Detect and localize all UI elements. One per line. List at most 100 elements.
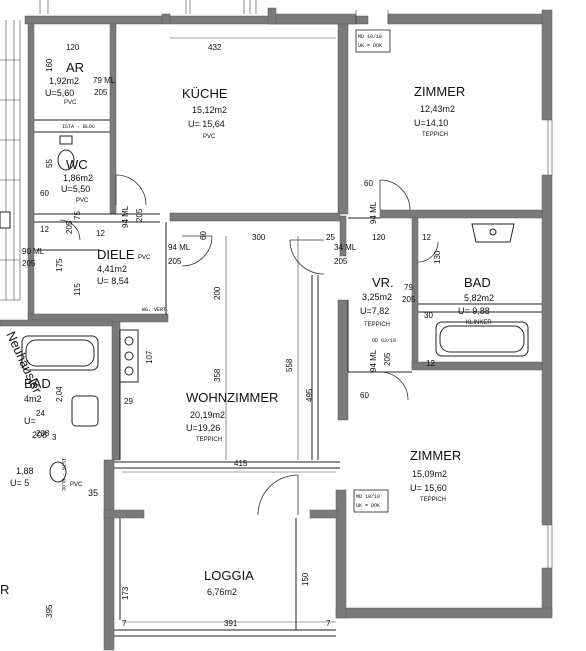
- dim: 300: [252, 233, 266, 242]
- dim: 7: [122, 619, 127, 628]
- od-label: OD 63/18: [372, 338, 396, 344]
- dim: 495: [305, 388, 314, 402]
- dim: 12: [422, 233, 431, 242]
- dim: 7: [326, 619, 331, 628]
- room-floor-diele: PVC: [138, 255, 151, 261]
- dim: 94 ML: [121, 205, 130, 228]
- dim: 29: [124, 397, 133, 406]
- room-perimeter-wc: U=5,50: [61, 184, 90, 194]
- dim: 3: [52, 433, 57, 442]
- dim: 30: [424, 311, 433, 320]
- dim: 94 ML: [369, 349, 378, 372]
- uk-top: UK = DOK: [358, 43, 382, 49]
- room-floor-zimmer2: TEPPICH: [420, 497, 446, 503]
- room-name-bad: BAD: [464, 275, 491, 290]
- dim: 34 ML: [334, 243, 357, 252]
- dim: 55: [45, 159, 54, 168]
- room-name-loggia: LOGGIA: [204, 568, 254, 583]
- door-swing-icon: [417, 241, 439, 263]
- dim: 205: [22, 259, 36, 268]
- dim: 205: [334, 257, 348, 266]
- uk-bottom: UK = DOK: [356, 503, 380, 509]
- md-top: MD 10/10: [358, 34, 382, 40]
- ista-bloc: ISTA - BLOC: [62, 124, 95, 130]
- dim: 432: [208, 43, 222, 52]
- room-perimeter-neighbor-partial: U= 5: [10, 478, 29, 488]
- door-swing-icon: [379, 179, 411, 211]
- dim: 205: [402, 295, 416, 304]
- dim: 12: [426, 359, 435, 368]
- room-perimeter-bad-neighbor: U=: [24, 416, 36, 426]
- dim: 205: [65, 220, 74, 234]
- room-area-kueche: 15,12m2: [192, 105, 227, 115]
- door-swing-icon: [257, 474, 299, 516]
- dim: 120: [372, 233, 386, 242]
- room-name-wc: WC: [66, 157, 88, 172]
- room-area-ar: 1,92m2: [49, 76, 79, 86]
- room-perimeter-zimmer1: U=14,10: [414, 118, 448, 128]
- room-name-wohnzimmer: WOHNZIMMER: [186, 390, 278, 405]
- room-floor-wc: PVC: [76, 198, 89, 204]
- room-perimeter-bad: U= 9,88: [458, 306, 490, 316]
- ista-bloc-2: ISTA - BLOC: [60, 458, 66, 491]
- dim: 25: [326, 233, 335, 242]
- room-floor-zimmer1: TEPPICH: [422, 132, 448, 138]
- dim: 12: [96, 229, 105, 238]
- room-floor-neighbor-partial: PVC: [70, 482, 83, 488]
- dim: 60: [364, 179, 373, 188]
- dim: 90 ML: [22, 247, 45, 256]
- room-name-zimmer1: ZIMMER: [414, 84, 465, 99]
- dim: 94 ML: [369, 201, 378, 224]
- room-floor-vr: TEPPICH: [364, 322, 390, 328]
- dim: 395: [45, 604, 54, 618]
- dim: 205: [383, 352, 392, 366]
- room-area-zimmer2: 15,09m2: [412, 469, 447, 479]
- room-area-loggia: 6,76m2: [207, 587, 237, 597]
- left-edge-letter: R: [0, 582, 9, 597]
- room-area-diele: 4,41m2: [97, 264, 127, 274]
- fixtures: [21, 135, 529, 483]
- dim: 175: [55, 258, 64, 272]
- room-code-bad-neighbor: 208: [32, 430, 47, 440]
- room-name-diele: DIELE: [97, 247, 135, 262]
- room-area-zimmer1: 12,43m2: [420, 104, 455, 114]
- room-perimeter-zimmer2: U= 15,60: [410, 483, 447, 493]
- dim: 391: [224, 619, 238, 628]
- dim: 130: [433, 250, 442, 264]
- dim: 79: [404, 283, 413, 292]
- dim: 12: [40, 225, 49, 234]
- room-name-ar: AR: [66, 60, 84, 75]
- dim: 160: [45, 58, 54, 72]
- room-perimeter-diele: U= 8,54: [97, 276, 129, 286]
- room-name-vr: VR.: [372, 275, 394, 290]
- dim: 2,04: [55, 386, 64, 402]
- dim: 60: [199, 231, 208, 240]
- dim: 24: [36, 409, 45, 418]
- door-swing-icon: [379, 371, 409, 401]
- toilet-icon: [49, 461, 67, 483]
- room-floor-bad: KLINKER: [466, 320, 492, 326]
- dim: 150: [301, 572, 310, 586]
- toilet-icon: [57, 149, 75, 171]
- room-area-vr: 3,25m2: [362, 292, 392, 302]
- dimensions: 120 432 79 ML 205 160 55 60 94 ML 205 75…: [22, 43, 442, 628]
- room-perimeter-kueche: U= 15,64: [188, 119, 225, 129]
- dim: 358: [213, 368, 222, 382]
- wg-vert: WG. VERT.: [142, 307, 169, 313]
- md-bottom: MD 10/10: [356, 494, 380, 500]
- room-code-neighbor-partial: 35: [88, 488, 98, 498]
- room-labels: KÜCHE 15,12m2 U= 15,64 PVC ZIMMER 12,43m…: [0, 60, 494, 597]
- thin-lines: [0, 0, 553, 637]
- door-swing-icon: [181, 235, 213, 267]
- room-perimeter-ar: U=5,60: [45, 88, 74, 98]
- room-area-wc: 1,86m2: [63, 173, 93, 183]
- dim: 115: [73, 283, 82, 296]
- dim: 120: [66, 43, 80, 52]
- room-floor-wohnzimmer: TEPPICH: [196, 437, 222, 443]
- room-name-zimmer2: ZIMMER: [410, 448, 461, 463]
- door-swing-icon: [59, 219, 81, 241]
- dim: 94 ML: [168, 243, 191, 252]
- washbasin-icon: [71, 395, 99, 427]
- room-floor-ar: PVC: [64, 100, 77, 106]
